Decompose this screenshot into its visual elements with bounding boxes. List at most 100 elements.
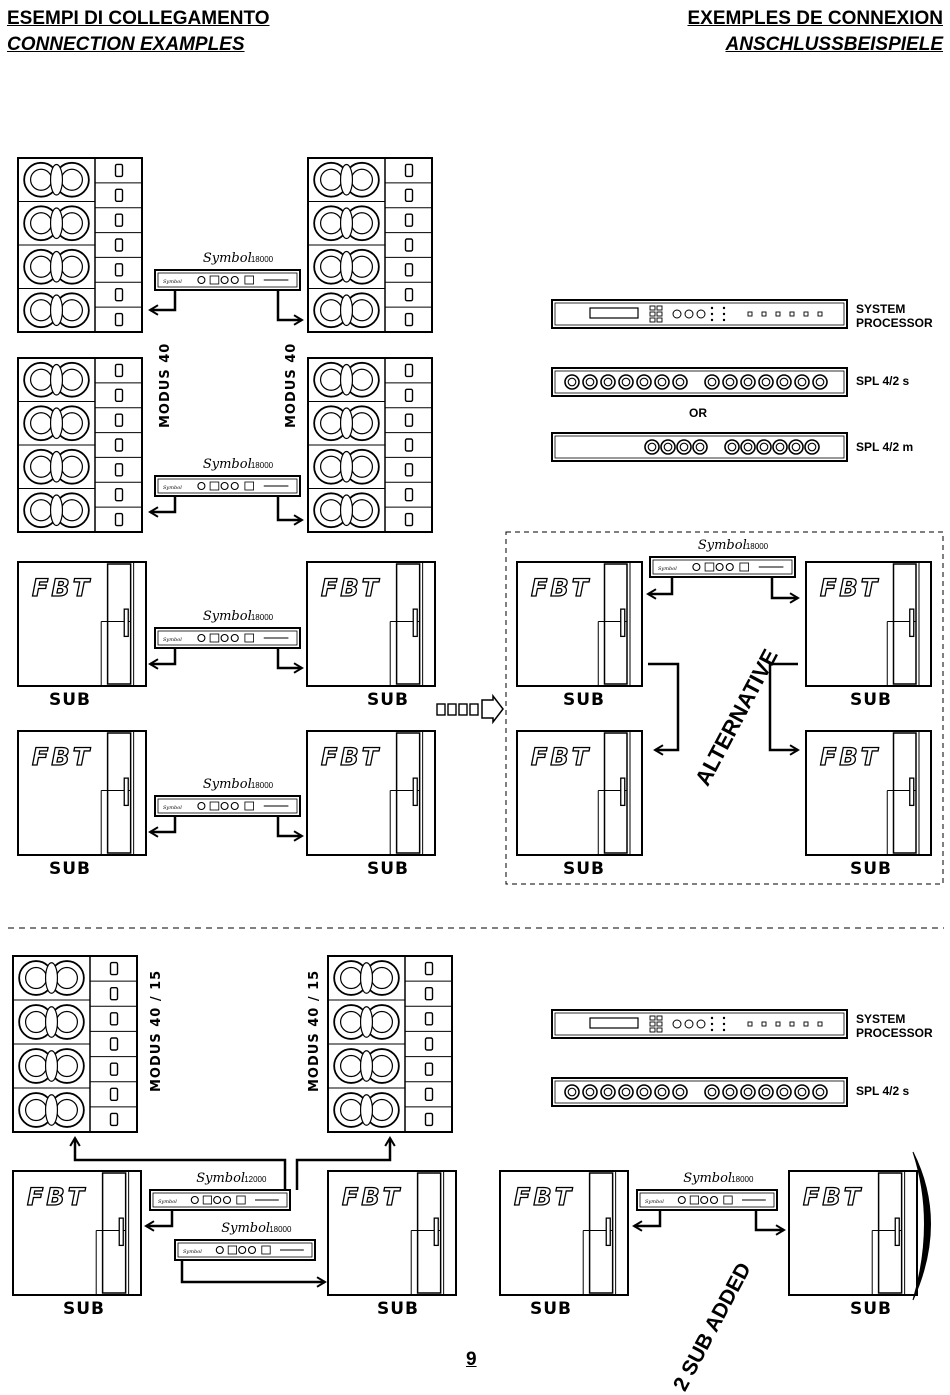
dashed-arrow-head: [481, 693, 504, 725]
processor-face: [554, 302, 845, 326]
fbt-logo: FBT: [321, 574, 381, 602]
system-processor-label: SYSTEM PROCESSOR: [856, 302, 933, 330]
modus40-15-array-left: [12, 955, 138, 1133]
processor-button: [656, 311, 663, 317]
processor-knob: [672, 309, 682, 319]
connector-pin: [761, 377, 771, 387]
system-processor-label-2: SYSTEM PROCESSOR: [856, 1012, 933, 1040]
processor-button: [656, 1015, 663, 1021]
arrow-to-sub-left-head: [632, 1220, 643, 1232]
tweeter-icon: [404, 288, 414, 302]
amp-model: 18000: [746, 542, 769, 551]
processor-button: [656, 1021, 663, 1027]
amp-knob: [213, 1195, 222, 1205]
tweeter-icon: [114, 188, 124, 202]
amp-model: 18000: [251, 613, 274, 622]
panel-face: [554, 370, 845, 394]
processor-display: [589, 1017, 639, 1029]
connector-ring: [772, 439, 788, 455]
amp-brand: Symbol: [698, 538, 747, 553]
tweeter-icon: [109, 1062, 119, 1076]
subwoofer: FBT: [306, 561, 436, 687]
connector-ring: [788, 439, 804, 455]
side-panel: [395, 563, 421, 685]
connector-ring: [812, 1084, 828, 1100]
connector-ring: [756, 439, 772, 455]
arrow-to-sub-left-head: [144, 1220, 155, 1232]
connector-pin: [815, 377, 825, 387]
connector-pin: [585, 1087, 595, 1097]
amp-model: 18000: [731, 1175, 754, 1184]
side-panel: [877, 1172, 903, 1294]
modus40-array-top-right: [307, 157, 433, 333]
tweeter-icon: [424, 1037, 434, 1051]
dashed-arrow-segment: [447, 703, 457, 716]
processor-button: [649, 311, 656, 317]
arrow-alt-left-down-head: [653, 744, 664, 756]
fbt-logo: FBT: [803, 1183, 863, 1211]
amp-brand: Symbol: [196, 1171, 245, 1186]
connector-ring: [660, 439, 676, 455]
subwoofer: FBT: [805, 561, 932, 687]
arrow-amp-to-right: [276, 290, 302, 322]
amp-meter: [244, 481, 254, 491]
processor-knob: [696, 1019, 706, 1029]
horn: [339, 207, 354, 240]
amp-knob: [247, 1245, 257, 1255]
processor-key: [761, 311, 767, 317]
amp-meter: [209, 275, 220, 285]
processor-led: [710, 306, 714, 310]
tweeter-icon: [114, 388, 124, 402]
amp-chassis: [174, 1239, 316, 1261]
amp-chassis: [636, 1189, 778, 1211]
handle: [894, 1217, 900, 1247]
fbt-logo: FBT: [32, 574, 92, 602]
spl-s-label: SPL 4/2 s: [856, 374, 910, 388]
processor-key: [775, 311, 781, 317]
sub-label: SUB: [850, 690, 893, 710]
side-panel: [395, 732, 421, 854]
connector-pin: [603, 377, 613, 387]
panel-chassis: [551, 432, 848, 462]
processor-key: [747, 1021, 753, 1027]
arrow-to-sub-right-head: [775, 1224, 786, 1236]
tweeter-icon: [114, 463, 124, 477]
connector-pin: [657, 1087, 667, 1097]
tweeter-icon: [404, 263, 414, 277]
page-number: 9: [466, 1349, 477, 1370]
amp-knob: [230, 801, 239, 811]
amp-knob: [230, 275, 239, 285]
connector-pin: [759, 442, 769, 452]
connector-ring: [618, 374, 634, 390]
handle: [123, 608, 129, 638]
tweeter-icon: [404, 388, 414, 402]
fbt-logo: FBT: [514, 1183, 574, 1211]
amp-chassis: [154, 627, 301, 649]
amp-meter: [209, 633, 220, 643]
amp-meter: [244, 801, 254, 811]
amp-model: 18000: [251, 781, 274, 790]
amp-mini-logo: Symbol: [163, 279, 182, 285]
spl-4-2-s-panel: [551, 367, 848, 397]
connector-ring: [618, 1084, 634, 1100]
fbt-logo: FBT: [820, 743, 880, 771]
modus40-15-array-right: [327, 955, 453, 1133]
amp-meter: [236, 1195, 246, 1205]
arrow-to-array-left: [73, 1138, 287, 1190]
tweeter-icon: [424, 1112, 434, 1127]
amp-brand: Symbol: [203, 457, 252, 472]
horn: [44, 1050, 59, 1082]
connector-pin: [639, 1087, 649, 1097]
connector-pin: [761, 1087, 771, 1097]
connector-pin: [779, 377, 789, 387]
title-german: ANSCHLUSSBEISPIELE: [725, 34, 943, 55]
connector-pin: [775, 442, 785, 452]
horn: [49, 163, 64, 196]
connector-pin: [639, 377, 649, 387]
connector-pin: [675, 377, 685, 387]
connector-ring: [794, 1084, 810, 1100]
subwoofer: FBT: [788, 1170, 918, 1296]
tweeter-icon: [424, 1087, 434, 1101]
